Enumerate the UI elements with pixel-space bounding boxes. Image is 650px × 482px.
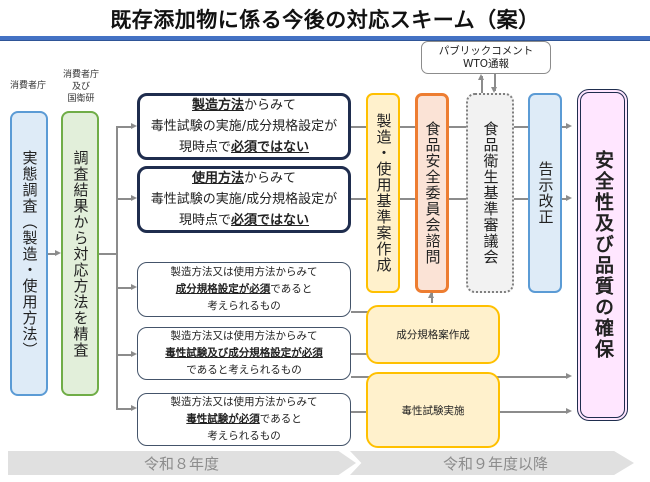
category-line: 使用方法からみて — [192, 168, 296, 189]
spec-draft-box: 成分規格案作成 — [366, 305, 500, 364]
review-box: 調査結果から対応方法を精査 — [61, 111, 99, 396]
agency-label-line: 及び — [71, 82, 90, 92]
page-title: 既存添加物に係る今後の対応スキーム（案） — [110, 8, 540, 32]
connector-line — [494, 74, 496, 91]
category-line: 考えられるもの — [207, 430, 281, 442]
public-comment-text: パブリックコメント — [438, 45, 534, 57]
fsc-consult-box: 食品安全委員会諮問 — [415, 93, 449, 293]
toxicity-test-text: 毒性試験実施 — [401, 404, 465, 417]
category-line: 製造方法又は使用方法からみて — [170, 396, 318, 408]
connector-line — [99, 253, 117, 255]
arrow-up-icon — [478, 74, 484, 80]
notice-revision-box: 告示改正 — [528, 93, 562, 293]
category-line: 毒性試験の実施/成分規格設定が — [150, 192, 338, 207]
arrow-up-icon — [428, 292, 434, 298]
category-box-tox-and-spec-required: 製造方法又は使用方法からみて 毒性試験及び成分規格設定が必須 であると考えられる… — [137, 327, 351, 380]
category-line: 製造方法又は使用方法からみて — [170, 330, 318, 342]
flow-line — [351, 411, 369, 413]
category-line: 毒性試験の実施/成分規格設定が — [150, 119, 338, 134]
category-line: 現時点で必須ではない — [179, 210, 309, 231]
arrow-down-icon — [491, 87, 497, 93]
goal-text: 安全性及び品質の確保 — [592, 150, 614, 360]
branch-line — [116, 126, 132, 128]
emphasis-text: 毒性試験及び成分規格設定が必須 — [165, 347, 323, 359]
branch-trunk-line — [116, 126, 118, 408]
flow-line — [500, 411, 567, 413]
branch-line — [116, 408, 132, 410]
timeline-phase-2: 令和９年度以降 — [350, 451, 634, 475]
arrow-icon — [131, 351, 137, 357]
category-text: 現時点で — [178, 140, 231, 155]
arrow-icon — [566, 123, 572, 129]
category-box-spec-required: 製造方法又は使用方法からみて 成分規格設定が必須であると 考えられるもの — [137, 262, 351, 317]
category-line: 現時点で必須ではない — [179, 137, 309, 158]
flow-line — [351, 353, 369, 355]
arrow-icon — [131, 123, 137, 129]
timeline-phase-1-label: 令和８年度 — [144, 454, 220, 473]
arrow-icon — [55, 250, 61, 256]
category-line: であると考えられるもの — [186, 364, 302, 376]
public-comment-box: パブリックコメント WTO通報 — [421, 41, 551, 74]
agency-label-line: 国衛研 — [67, 94, 95, 104]
category-text: 現時点で — [178, 213, 231, 228]
connector-line — [431, 293, 433, 303]
title-divider — [0, 36, 650, 41]
food-sanitation-council-text: 食品衛生基準審議会 — [481, 121, 500, 265]
wto-notification-text: WTO通報 — [462, 58, 510, 70]
notice-revision-text: 告示改正 — [536, 161, 555, 225]
standard-draft-box: 製造・使用基準案作成 — [366, 93, 400, 293]
arrow-icon — [566, 408, 572, 414]
emphasis-text: 製造方法 — [191, 98, 244, 113]
emphasis-text: 使用方法 — [191, 171, 244, 186]
flow-line — [351, 311, 369, 313]
connector-line — [48, 253, 57, 255]
emphasis-text: 必須ではない — [231, 140, 310, 155]
arrow-icon — [131, 195, 137, 201]
category-line: 毒性試験及び成分規格設定が必須 — [165, 345, 323, 362]
category-line: 毒性試験が必須であると — [186, 411, 301, 428]
category-text: からみて — [244, 171, 297, 186]
timeline-phase-2-label: 令和９年度以降 — [443, 454, 549, 473]
branch-line — [116, 287, 132, 289]
branch-line — [116, 198, 132, 200]
timeline-phase-1: 令和８年度 — [8, 451, 356, 475]
survey-box: 実態調査（製造・使用方法） — [10, 111, 48, 396]
category-box-usage: 使用方法からみて 毒性試験の実施/成分規格設定が 現時点で必須ではない — [137, 166, 351, 233]
standard-draft-text: 製造・使用基準案作成 — [374, 113, 393, 273]
branch-line — [116, 354, 132, 356]
connector-line — [481, 76, 483, 93]
category-line: 製造方法又は使用方法からみて — [170, 266, 318, 278]
flow-line — [351, 126, 567, 128]
flow-line — [351, 198, 567, 200]
category-line: 製造方法からみて — [192, 95, 296, 116]
agency-label-caa-nihs: 消費者庁 及び 国衛研 — [56, 69, 106, 105]
arrow-icon — [131, 284, 137, 290]
arrow-icon — [566, 373, 572, 379]
goal-box: 安全性及び品質の確保 — [577, 89, 628, 421]
agency-label-line: 消費者庁 — [62, 70, 99, 80]
food-sanitation-council-box: 食品衛生基準審議会 — [466, 93, 514, 293]
category-text: であると — [270, 283, 313, 295]
category-line: 成分規格設定が必須であると — [176, 281, 312, 298]
category-text: からみて — [244, 98, 297, 113]
category-line: 考えられるもの — [207, 300, 281, 312]
toxicity-test-box: 毒性試験実施 — [366, 372, 500, 448]
emphasis-text: 成分規格設定が必須 — [175, 283, 271, 295]
agency-label-caa: 消費者庁 — [9, 81, 46, 91]
review-text: 調査結果から対応方法を精査 — [71, 149, 90, 358]
category-text: であると — [259, 413, 302, 425]
spec-draft-text: 成分規格案作成 — [396, 329, 470, 341]
category-box-manufacturing: 製造方法からみて 毒性試験の実施/成分規格設定が 現時点で必須ではない — [137, 93, 351, 160]
emphasis-text: 必須ではない — [231, 213, 310, 228]
fsc-consult-text: 食品安全委員会諮問 — [423, 121, 442, 265]
arrow-icon — [566, 195, 572, 201]
emphasis-text: 毒性試験が必須 — [186, 413, 260, 425]
category-box-tox-required: 製造方法又は使用方法からみて 毒性試験が必須であると 考えられるもの — [137, 393, 351, 446]
arrow-icon — [131, 405, 137, 411]
survey-text: 実態調査（製造・使用方法） — [20, 149, 39, 358]
